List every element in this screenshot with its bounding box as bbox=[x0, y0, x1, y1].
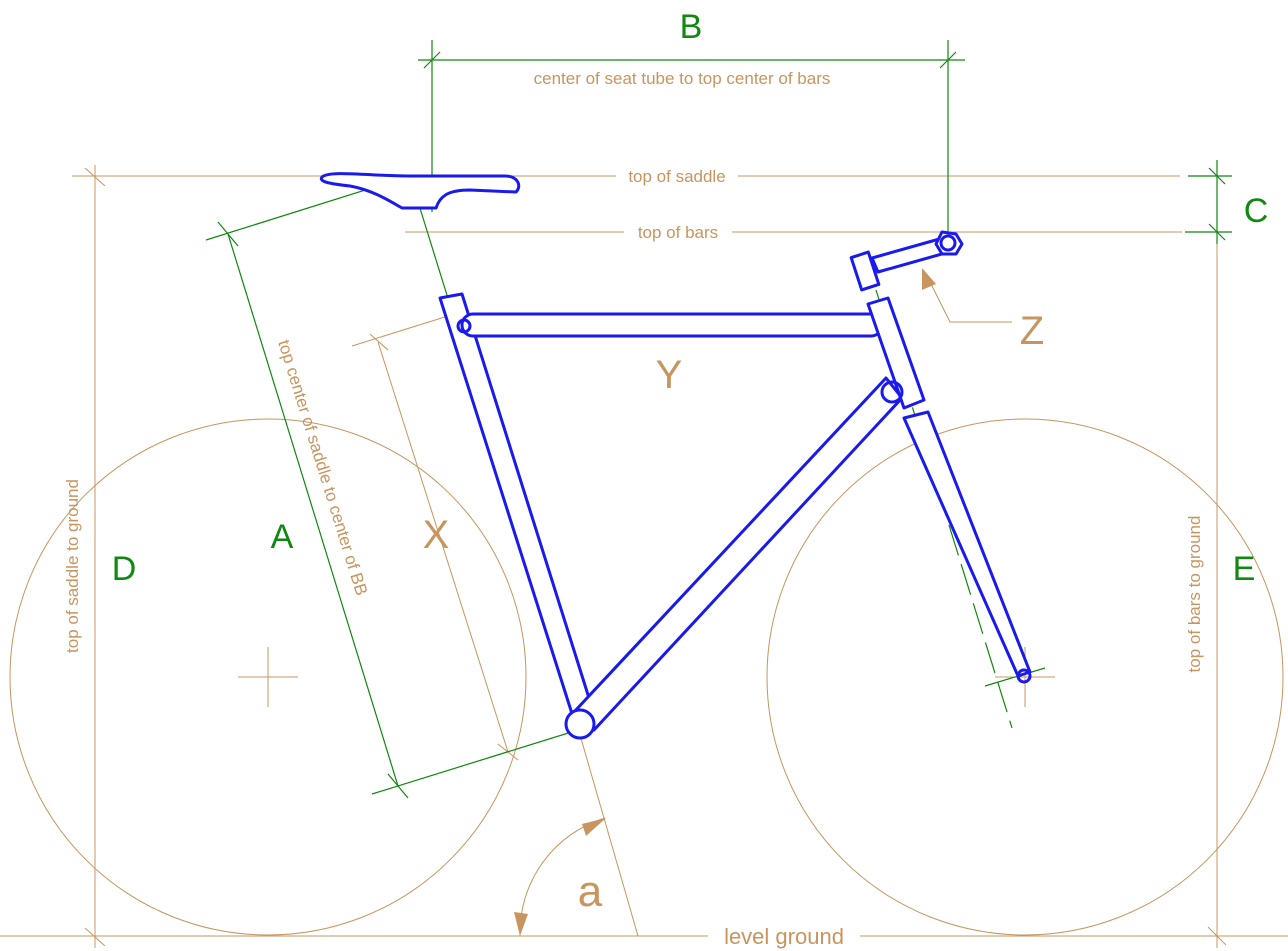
bottom-bracket bbox=[564, 708, 596, 740]
letter-e: E bbox=[1233, 550, 1256, 588]
letter-a-upper: A bbox=[271, 518, 294, 556]
fork[interactable] bbox=[902, 410, 1032, 678]
dimension-lines bbox=[205, 40, 1232, 799]
letter-z: Z bbox=[1020, 309, 1044, 353]
saddle bbox=[319, 172, 521, 210]
front-dropout bbox=[1016, 668, 1032, 684]
a-dimension-label: top center of saddle to center of BB bbox=[274, 338, 371, 598]
letter-a-angle: a bbox=[578, 867, 603, 916]
e-dimension-label: top of bars to ground bbox=[1185, 516, 1204, 673]
bike-frame bbox=[319, 172, 1032, 740]
top-tube[interactable] bbox=[460, 312, 884, 338]
letter-d: D bbox=[112, 550, 137, 588]
letter-b: B bbox=[680, 8, 703, 46]
d-dimension-label: top of saddle to ground bbox=[63, 479, 82, 653]
down-tube[interactable] bbox=[572, 376, 904, 732]
letter-x: X bbox=[423, 513, 450, 557]
top-of-bars-label: top of bars bbox=[638, 223, 718, 242]
letter-y: Y bbox=[656, 353, 683, 397]
construction-lines bbox=[0, 165, 1288, 948]
rear-wheel bbox=[9, 418, 527, 936]
front-wheel bbox=[766, 418, 1284, 936]
seat-tube[interactable] bbox=[438, 292, 596, 722]
letter-c: C bbox=[1244, 192, 1269, 230]
top-of-saddle-label: top of saddle bbox=[628, 167, 725, 186]
level-ground-label: level ground bbox=[724, 924, 844, 949]
head-tube[interactable] bbox=[866, 296, 926, 410]
steerer-top bbox=[849, 250, 881, 292]
b-dimension-label: center of seat tube to top center of bar… bbox=[534, 69, 831, 88]
arrowheads bbox=[514, 268, 936, 936]
